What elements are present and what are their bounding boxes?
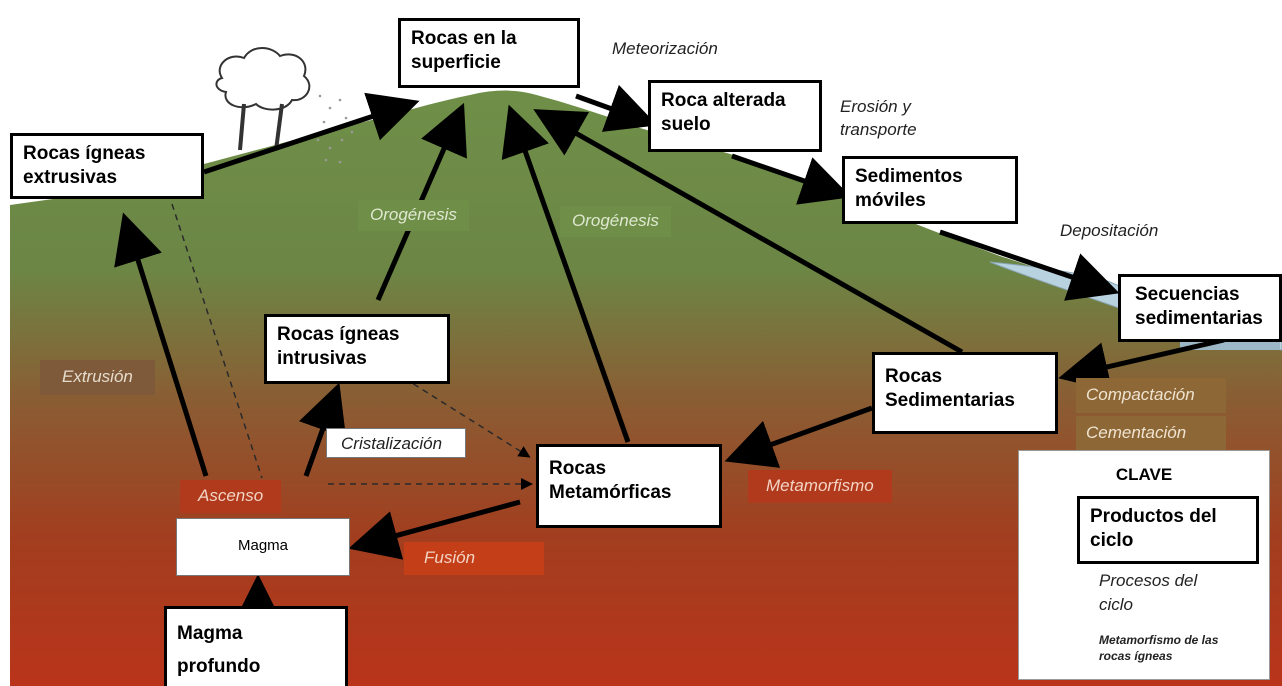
rain xyxy=(316,94,354,164)
label-metamorfismo: Metamorfismo xyxy=(748,470,892,503)
label-cristalizacion: Cristalización xyxy=(326,428,466,458)
box-sedimentos-moviles: Sedimentos móviles xyxy=(842,156,1018,224)
legend-igneous-metamorphism: Metamorfismo de las rocas ígneas xyxy=(1099,633,1219,663)
arrow-surface-to-altered xyxy=(575,84,658,132)
label-erosion-transporte: Erosión y transporte xyxy=(840,97,917,139)
label-orogenesis-left: Orogénesis xyxy=(358,200,469,231)
label-ascenso: Ascenso xyxy=(180,480,282,513)
arrow-sediments-to-sequences xyxy=(939,229,1120,301)
label-meteorizacion: Meteorización xyxy=(612,39,718,58)
label-cementacion: Cementación xyxy=(1076,416,1226,451)
box-magma-profundo: Magma profundo xyxy=(164,606,348,686)
box-rocas-igneas-extrusivas: Rocas ígneas extrusivas xyxy=(10,133,204,199)
box-rocas-superficie: Rocas en la superficie xyxy=(398,18,580,88)
arrow-altered-to-sediments xyxy=(731,153,852,205)
arrow-sequences-to-sedimentary xyxy=(1058,337,1225,392)
box-rocas-metamorficas: Rocas Metamórficas xyxy=(536,444,722,528)
trees xyxy=(215,47,311,151)
legend-title: CLAVE xyxy=(1115,465,1173,484)
box-magma: Magma xyxy=(176,518,350,576)
label-orogenesis-right: Orogénesis xyxy=(560,206,671,237)
box-roca-alterada-suelo: Roca alterada suelo xyxy=(648,80,822,152)
dashed-intrusive-to-metamorphic xyxy=(403,377,531,458)
arrow-sedimentary-to-surface xyxy=(533,109,964,355)
process-arrows xyxy=(114,84,1225,624)
arrow-metamorphic-to-magma xyxy=(348,499,521,560)
legend-processes-sample: Procesos del ciclo xyxy=(1099,571,1198,614)
box-secuencias-sedimentarias: Secuencias sedimentarias xyxy=(1118,274,1282,342)
label-depositacion: Depositación xyxy=(1060,221,1159,240)
arrow-magma-to-extrusive xyxy=(114,212,209,477)
dashed-extrusive-line xyxy=(171,203,263,479)
box-rocas-igneas-intrusivas: Rocas ígneas intrusivas xyxy=(264,314,450,384)
arrow-sedimentary-to-metamorphic xyxy=(724,405,873,468)
arrow-extrusive-to-surface xyxy=(203,92,420,175)
arrow-magma-to-intrusive xyxy=(299,382,347,477)
label-fusion: Fusión xyxy=(404,542,544,575)
box-rocas-sedimentarias: Rocas Sedimentarias xyxy=(872,352,1058,434)
arrow-metamorphic-to-surface xyxy=(501,104,631,443)
label-compactacion: Compactación xyxy=(1076,378,1226,413)
legend-products-sample: Productos del ciclo xyxy=(1077,496,1259,564)
sediment-layers xyxy=(1180,340,1280,350)
legend-key: CLAVE Productos del ciclo Procesos del c… xyxy=(1018,450,1270,680)
left-margin xyxy=(0,0,10,686)
label-extrusion: Extrusión xyxy=(40,360,155,395)
